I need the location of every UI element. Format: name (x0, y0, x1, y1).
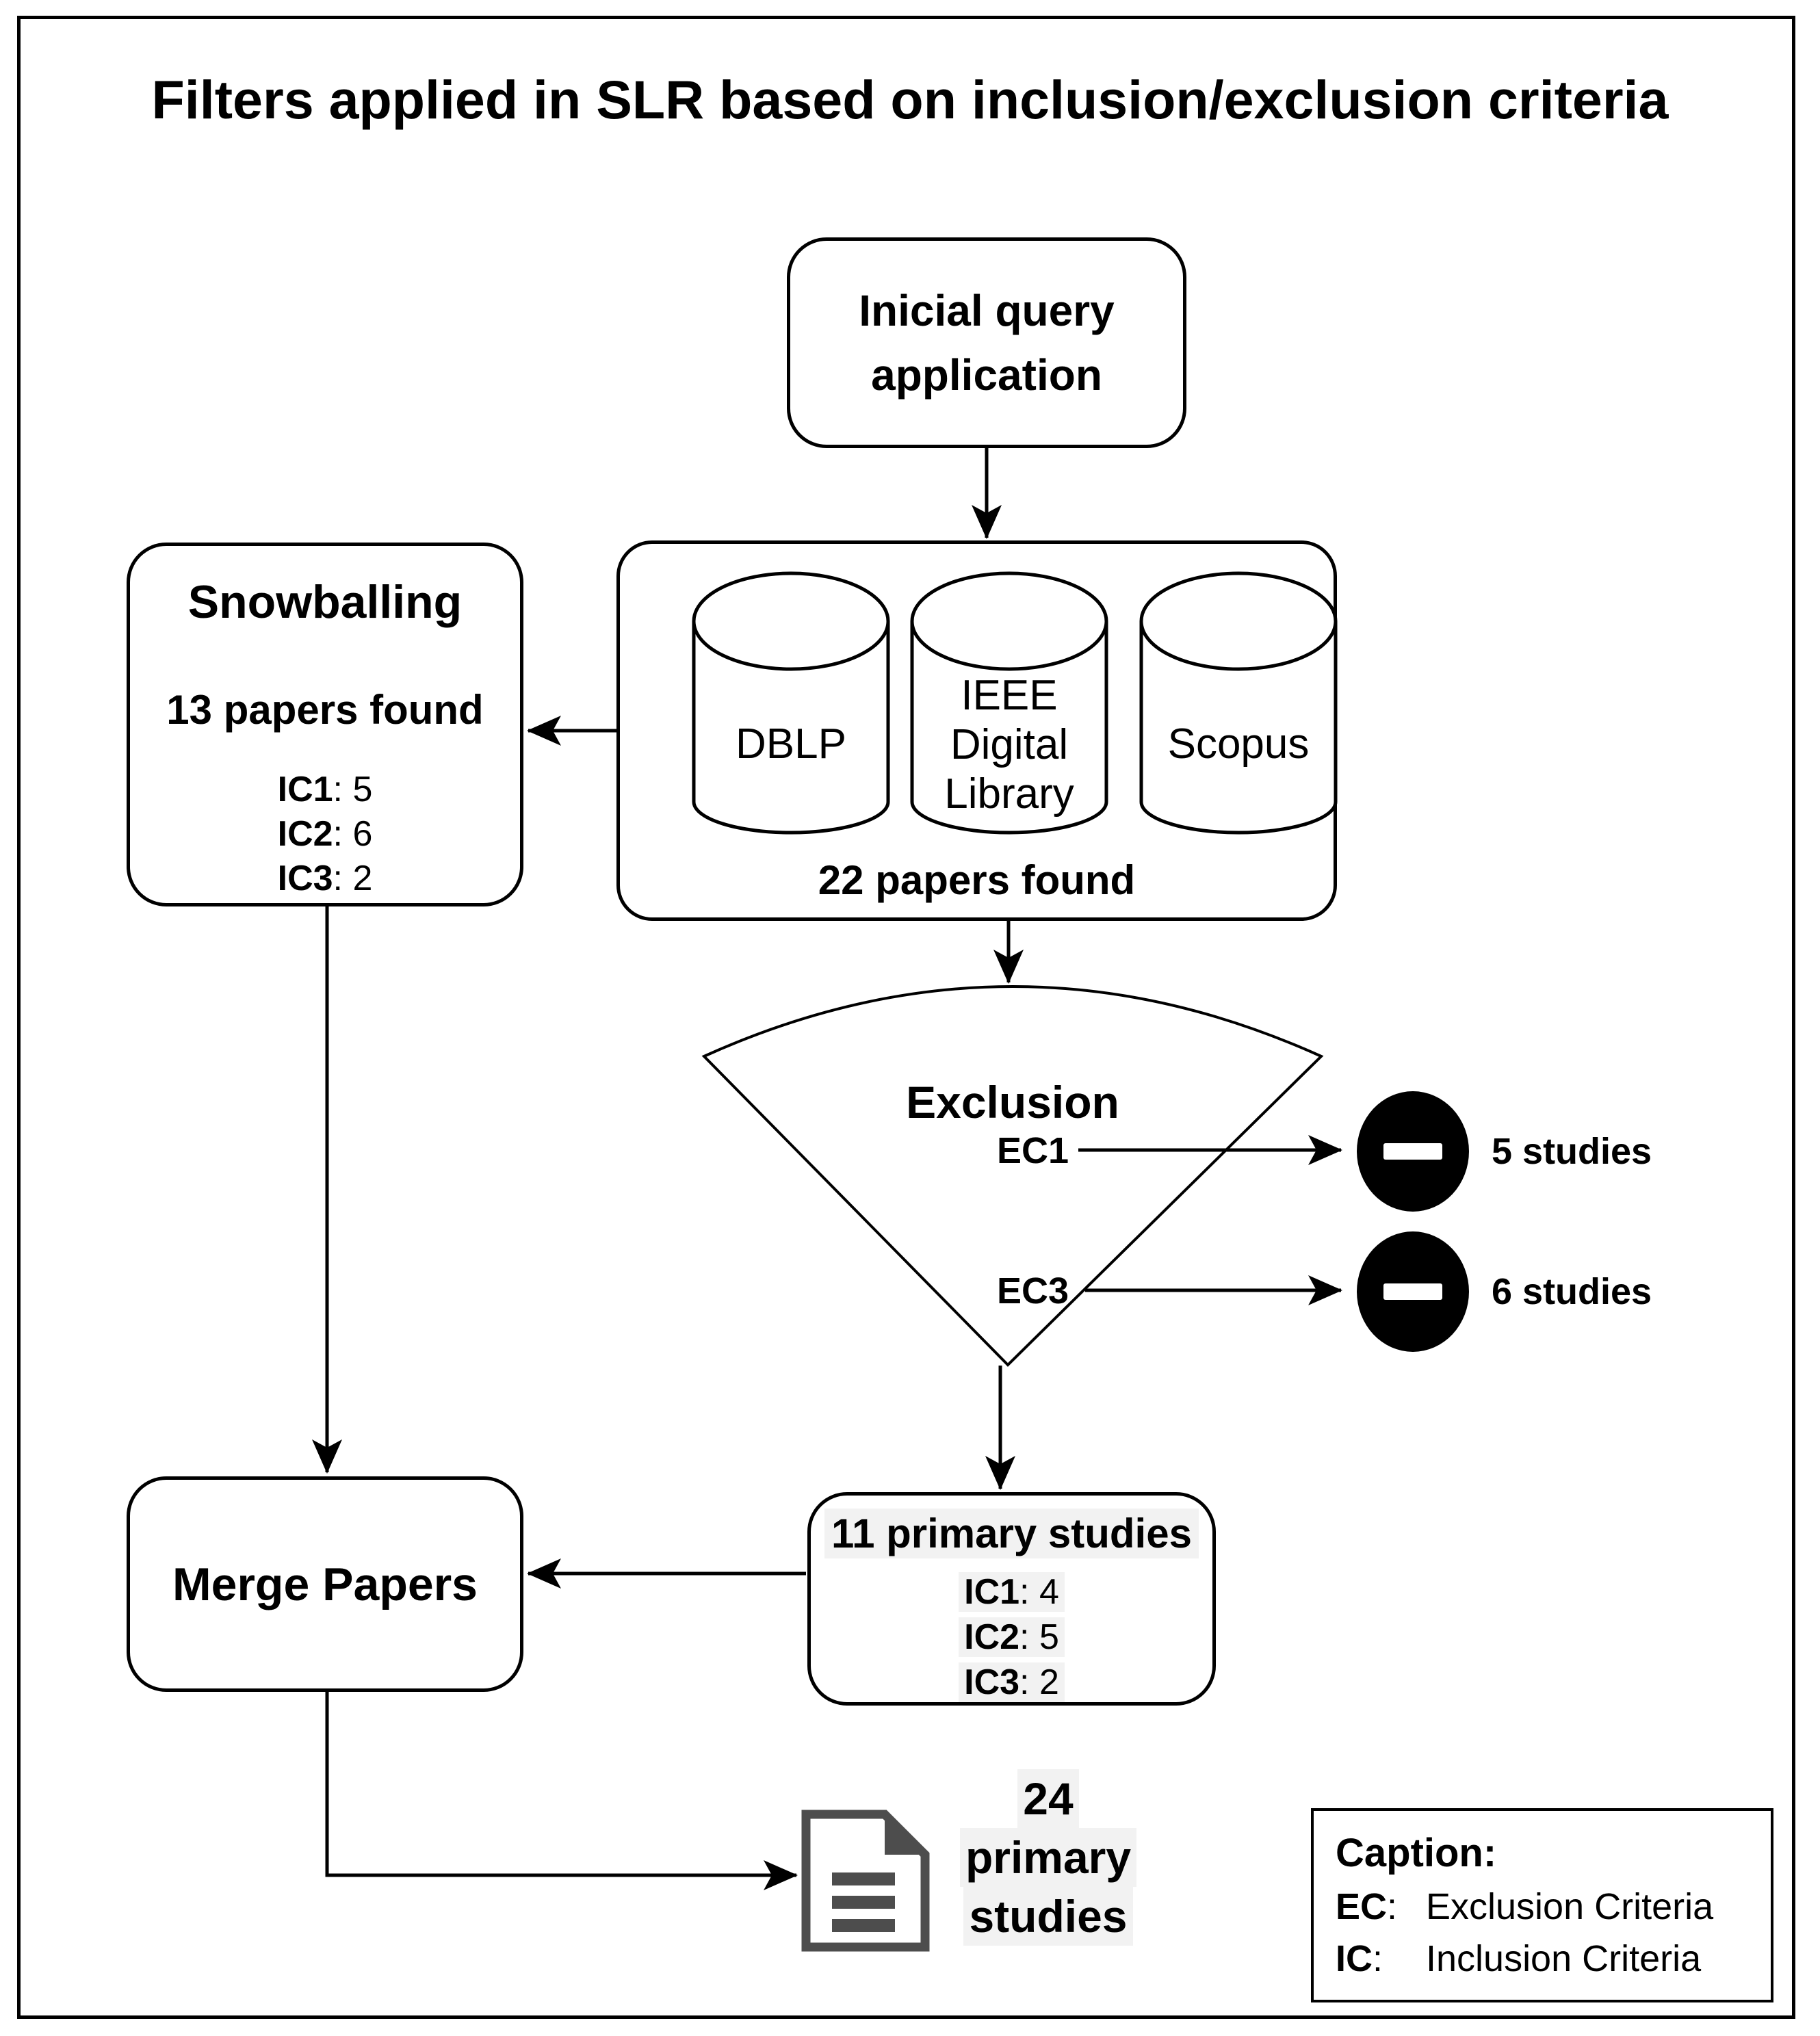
exclusion-title: Exclusion (906, 1077, 1119, 1127)
ec1-removed-count: 5 studies (1492, 1131, 1652, 1172)
final-line: studies (939, 1887, 1158, 1946)
initial-query-label: Inicial query application (859, 286, 1115, 400)
ieee-label: IEEE Digital Library (944, 672, 1074, 818)
merge-papers-node (127, 1476, 523, 1692)
caption-legend-box (1311, 1808, 1773, 2002)
snowballing-found: 13 papers found (166, 687, 484, 733)
caption-legend: Caption: EC: Exclusion Criteria IC: Incl… (1311, 1808, 1773, 1985)
databases-result: 22 papers found (818, 857, 1136, 903)
ec3-removed-count: 6 studies (1492, 1271, 1652, 1312)
caption-entry: EC: Exclusion Criteria (1336, 1886, 1714, 1927)
criteria-line: IC1: 4 (959, 1569, 1065, 1615)
criteria-line: IC3: 2 (959, 1660, 1065, 1705)
ec3-label: EC3 (996, 1270, 1069, 1311)
primary-studies-title: 11 primary studies (824, 1509, 1199, 1558)
criteria-line: IC2: 5 (959, 1615, 1065, 1660)
diagram-border (17, 16, 1795, 2019)
criteria-line: IC1: 5 (277, 770, 373, 809)
dblp-label: DBLP (736, 720, 846, 768)
criteria-line: IC2: 6 (277, 814, 373, 854)
snowballing-node (127, 543, 523, 906)
page-title: Filters applied in SLR based on inclusio… (151, 69, 1669, 130)
snowballing-criteria: IC1: 5 IC2: 6 IC3: 2 (278, 768, 373, 901)
criteria-line: IC3: 2 (277, 859, 373, 898)
initial-query-node (787, 237, 1186, 448)
merge-papers-label: Merge Papers (172, 1558, 478, 1610)
final-line: primary (939, 1828, 1158, 1887)
scopus-label: Scopus (1167, 720, 1310, 768)
snowballing-content: Snowballing 13 papers found IC1: 5 IC2: … (127, 543, 523, 901)
ec1-label: EC1 (996, 1130, 1069, 1171)
caption-title: Caption: (1336, 1831, 1497, 1875)
primary-studies-content: 11 primary studies IC1: 4 IC2: 5 IC3: 2 (807, 1492, 1216, 1705)
primary-studies-criteria: IC1: 4 IC2: 5 IC3: 2 (959, 1569, 1065, 1705)
snowballing-title: Snowballing (187, 576, 463, 628)
final-line: 24 (939, 1769, 1158, 1828)
final-result-label: 24 primary studies (939, 1769, 1158, 1946)
caption-entry: IC: Inclusion Criteria (1336, 1938, 1702, 1979)
